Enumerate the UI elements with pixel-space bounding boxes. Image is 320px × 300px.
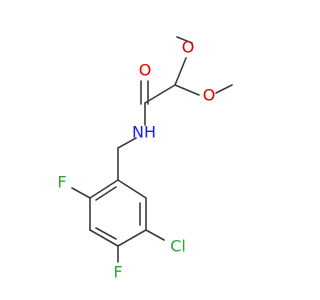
atom-n-amide: NH — [132, 123, 156, 142]
atom-labels: O O O NH F Cl F — [57, 38, 215, 282]
ring-bond-4-5 — [89, 229, 119, 247]
ring-inner-double-4-5 — [95, 227, 117, 240]
atom-f-para: F — [113, 263, 122, 282]
ring-bond-3-4 — [117, 229, 147, 247]
molecule-structure: O O O NH F Cl F — [57, 36, 233, 282]
atom-o-methoxy-right: O — [203, 86, 216, 105]
bond-lines — [71, 36, 233, 263]
bond-ring-cl — [145, 229, 165, 241]
bond-acetal-omethoxy-right — [174, 84, 200, 96]
atom-cl: Cl — [170, 237, 186, 256]
atom-o-carbonyl: O — [139, 61, 152, 80]
ring-bond-6-1 — [89, 179, 119, 199]
bond-methyl-top — [176, 36, 193, 44]
bond-ring-f-ortho — [71, 187, 91, 199]
bond-omethoxy-top-acetal — [174, 57, 187, 86]
ring-inner-double-6-1 — [95, 186, 117, 201]
ring-bond-1-2 — [117, 179, 147, 199]
bond-n-ch2 — [117, 137, 137, 149]
bond-acetal-carbonyl — [144, 84, 176, 104]
atom-f-ortho: F — [57, 173, 66, 192]
atom-o-methoxy-top: O — [182, 38, 195, 57]
bond-omethoxy-right-methyl — [215, 84, 233, 94]
